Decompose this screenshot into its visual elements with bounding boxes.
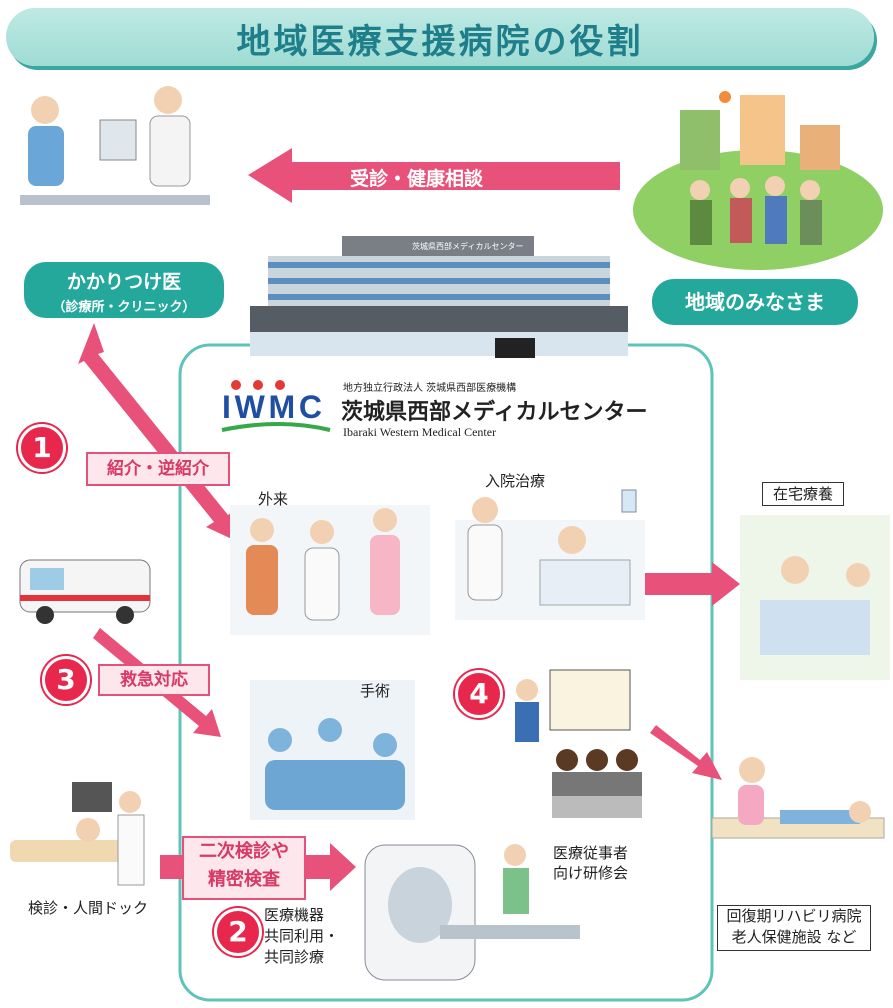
rehab-illustration: [711, 757, 885, 839]
title-banner: [6, 8, 874, 66]
referral-label: 紹介・逆紹介: [86, 452, 230, 486]
outpatient-label: 外来: [258, 490, 289, 508]
community-pill: 地域のみなさま: [652, 279, 858, 325]
inpatient-illustration: [455, 489, 645, 620]
home-care-illustration: [740, 515, 890, 680]
equip-line2: 共同利用・: [264, 927, 340, 945]
arrow-consultation: [248, 148, 620, 203]
training-label: 医療従事者 向け研修会: [553, 843, 628, 883]
gp-sub-label: （診療所・クリニック）: [52, 300, 196, 315]
second-exam-line2: 精密検査: [208, 869, 280, 890]
hospital-sign: 茨城県西部メディカルセンター: [412, 242, 524, 251]
equipment-label: 医療機器 共同利用・ 共同診療: [264, 905, 339, 968]
svg-text:IWMC: IWMC: [222, 389, 322, 425]
badge-2: 2: [214, 908, 262, 956]
training-line2: 向け研修会: [553, 864, 629, 882]
ambulance-illustration: [19, 559, 151, 624]
badge-1: 1: [18, 424, 66, 472]
gp-consultation-illustration: [20, 86, 210, 205]
community-illustration: [633, 91, 883, 270]
inpatient-label: 入院治療: [485, 472, 546, 490]
outpatient-illustration: [230, 505, 430, 635]
rehab-line2: 老人保健施設 など: [731, 928, 857, 946]
arrow-rehab: [650, 725, 722, 780]
badge-3: 3: [42, 656, 90, 704]
gp-label: かかりつけ医: [66, 271, 182, 293]
checkup-label: 検診・人間ドック: [28, 899, 149, 917]
org-name: 茨城県西部メディカルセンター: [341, 400, 648, 425]
equip-line3: 共同診療: [264, 948, 325, 966]
hospital-building-illustration: [250, 236, 628, 358]
gp-pill: かかりつけ医 （診療所・クリニック）: [24, 262, 224, 318]
second-exam-line1: 二次検診や: [199, 841, 289, 862]
home-care-label: 在宅療養: [762, 482, 844, 506]
training-line1: 医療従事者: [553, 844, 629, 862]
arrow-referral: [78, 323, 236, 540]
arrow-home-care: [642, 562, 740, 606]
iwmc-logo: IWMC: [221, 380, 331, 432]
surgery-label: 手術: [360, 682, 391, 700]
rehab-line1: 回復期リハビリ病院: [726, 907, 862, 925]
second-exam-label: 二次検診や 精密検査: [182, 836, 306, 900]
surgery-illustration: [250, 680, 415, 820]
rehab-label: 回復期リハビリ病院 老人保健施設 など: [717, 905, 871, 951]
training-illustration: [515, 669, 642, 818]
checkup-illustration: [10, 782, 145, 886]
consultation-label: 受診・健康相談: [350, 168, 484, 190]
equip-line1: 医療機器: [264, 906, 325, 924]
badge-4: 4: [455, 670, 503, 718]
page-title: 地域医療支援病院の役割: [236, 22, 644, 62]
org-sub: 地方独立行政法人 茨城県西部医療機構: [343, 383, 517, 394]
emergency-label: 救急対応: [98, 664, 210, 696]
org-en: Ibaraki Western Medical Center: [343, 425, 497, 439]
mri-illustration: [364, 844, 580, 981]
